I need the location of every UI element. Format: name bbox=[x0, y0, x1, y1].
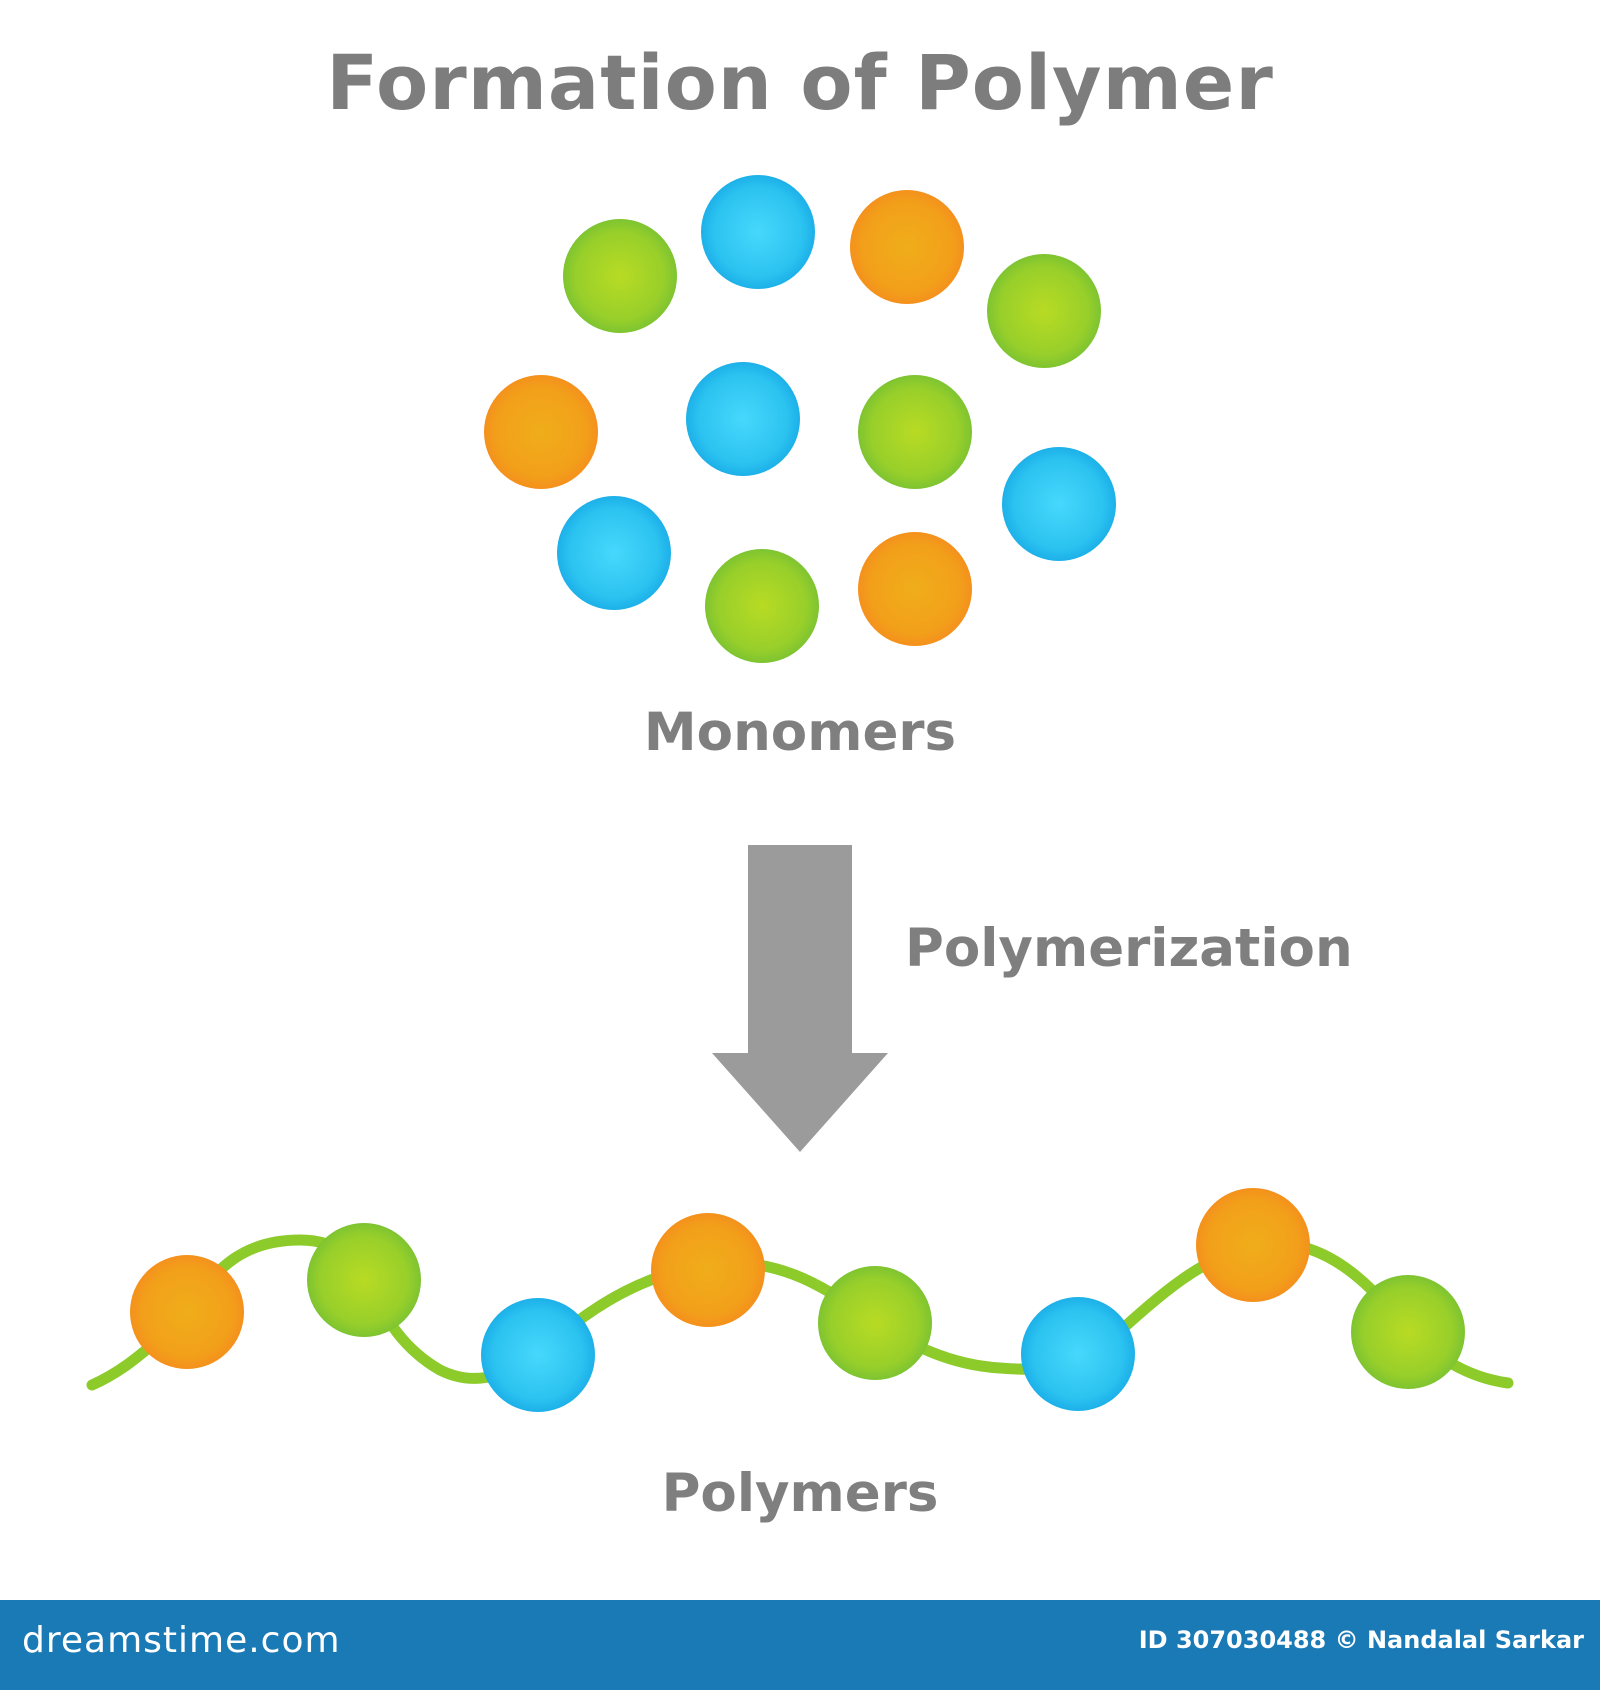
image-credit: ID 307030488 © Nandalal Sarkar bbox=[1138, 1626, 1584, 1654]
polymer-bead-green-2 bbox=[307, 1223, 421, 1337]
polymers-label: Polymers bbox=[661, 1463, 939, 1524]
footer-bar: dreamstime.com ID 307030488 © Nandalal S… bbox=[0, 1600, 1600, 1690]
brand-logo-text[interactable]: dreamstime.com bbox=[22, 1620, 341, 1661]
monomer-bead-orange-11 bbox=[858, 532, 972, 646]
polymer-bead-blue-3 bbox=[481, 1298, 595, 1412]
diagram-title: Formation of Polymer bbox=[326, 38, 1274, 127]
monomer-bead-green-4 bbox=[987, 254, 1101, 368]
polymer-formation-diagram bbox=[86, 175, 1514, 1412]
polymerization-arrow bbox=[712, 845, 888, 1152]
polymer-chain bbox=[130, 1188, 1465, 1412]
monomer-bead-blue-8 bbox=[1002, 447, 1116, 561]
polymer-bead-orange-1 bbox=[130, 1255, 244, 1369]
monomer-bead-green-10 bbox=[705, 549, 819, 663]
polymerization-label: Polymerization bbox=[905, 918, 1353, 979]
monomer-bead-blue-2 bbox=[701, 175, 815, 289]
monomer-cluster bbox=[484, 175, 1116, 663]
polymer-bead-green-8 bbox=[1351, 1275, 1465, 1389]
polymer-bead-orange-7 bbox=[1196, 1188, 1310, 1302]
polymer-bead-orange-4 bbox=[651, 1213, 765, 1327]
monomer-bead-blue-6 bbox=[686, 362, 800, 476]
polymer-bead-blue-6 bbox=[1021, 1297, 1135, 1411]
monomer-bead-green-7 bbox=[858, 375, 972, 489]
monomer-bead-green-1 bbox=[563, 219, 677, 333]
monomer-bead-blue-9 bbox=[557, 496, 671, 610]
monomers-label: Monomers bbox=[643, 702, 957, 763]
monomer-bead-orange-3 bbox=[850, 190, 964, 304]
polymer-bead-green-5 bbox=[818, 1266, 932, 1380]
monomer-bead-orange-5 bbox=[484, 375, 598, 489]
